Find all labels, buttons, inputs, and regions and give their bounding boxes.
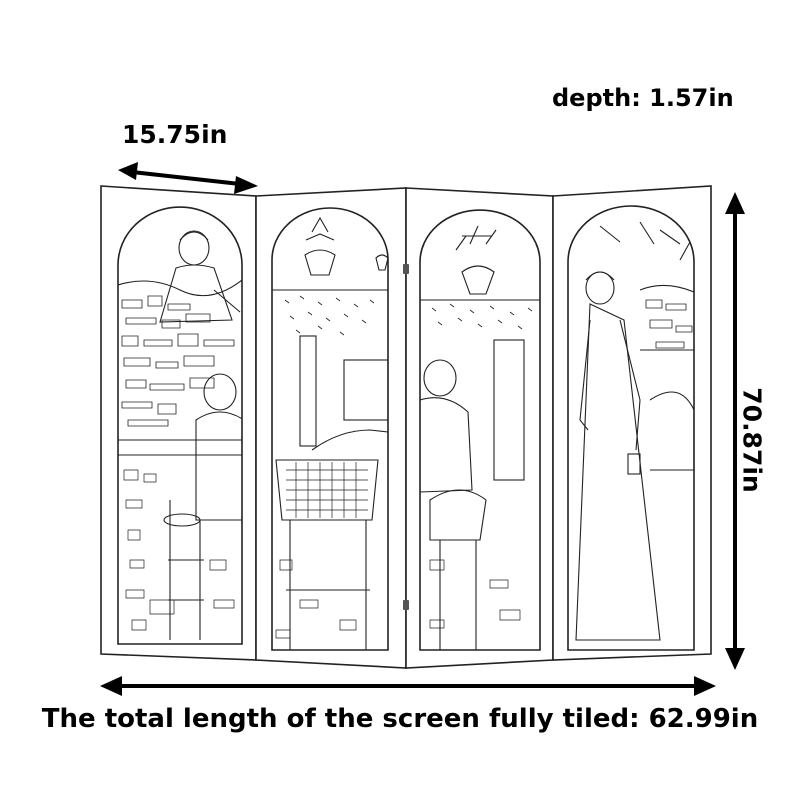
screen-panel-1 — [100, 185, 257, 661]
panel-2-arch-window — [271, 207, 389, 651]
panel-3-frame — [405, 187, 554, 669]
panel-4-arch-window — [567, 205, 695, 651]
panel-width-dimension-label: 15.75in — [122, 120, 228, 149]
panel-3-arch-window — [419, 209, 541, 651]
height-dimension-label: 70.87in — [737, 387, 767, 493]
panel-2-frame — [255, 187, 407, 669]
panel-1-arch-window — [117, 206, 243, 645]
depth-dimension-label: depth: 1.57in — [552, 84, 734, 112]
panel-4-frame — [552, 185, 712, 661]
panel-1-frame — [100, 185, 257, 661]
total-length-arrow — [100, 676, 716, 696]
total-length-dimension-label: The total length of the screen fully til… — [41, 704, 759, 734]
screen-panel-4 — [552, 185, 712, 661]
screen-panel-2 — [255, 187, 407, 669]
screen-panel-3 — [405, 187, 554, 669]
hinges — [403, 264, 409, 610]
width-arrow — [118, 162, 258, 194]
height-arrow — [725, 192, 745, 670]
